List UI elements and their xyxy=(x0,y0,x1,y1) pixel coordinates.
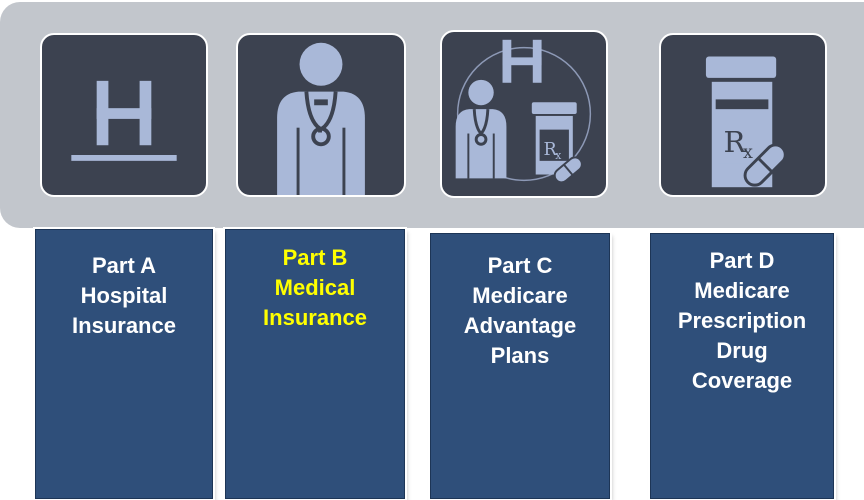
card-part-d-line-2: Medicare xyxy=(694,278,790,303)
card-part-c: Part C Medicare Advantage Plans xyxy=(430,233,610,499)
card-part-a-line-3: Insurance xyxy=(72,313,176,338)
card-part-c-line-1: Part C xyxy=(487,253,553,278)
card-part-c-line-2: Medicare xyxy=(472,283,568,308)
card-part-c-line-4: Plans xyxy=(490,343,550,368)
svg-text:x: x xyxy=(743,143,753,163)
hospital-doctor-rx-icon: R x xyxy=(455,39,592,184)
tile-part-c: R x xyxy=(440,30,608,198)
card-part-a-line-1: Part A xyxy=(92,253,156,278)
doctor-icon xyxy=(277,42,365,195)
hospital-h-icon xyxy=(71,80,177,161)
card-part-b: Part B Medical Insurance xyxy=(225,229,405,499)
tile-part-b xyxy=(236,33,406,197)
card-part-d-line-4: Drug xyxy=(716,338,768,363)
svg-text:R: R xyxy=(723,125,746,159)
card-part-a-line-2: Hospital xyxy=(80,283,168,308)
card-part-d-line-1: Part D xyxy=(709,248,775,273)
svg-text:R: R xyxy=(544,140,558,160)
svg-text:x: x xyxy=(555,149,561,162)
card-part-b-line-2: Medical xyxy=(274,275,356,300)
card-part-b-line-3: Insurance xyxy=(263,305,367,330)
prescription-bottle-icon: R x xyxy=(705,56,787,188)
card-part-b-line-1: Part B xyxy=(282,245,348,270)
card-part-d-line-5: Coverage xyxy=(691,368,793,393)
tile-part-d: R x xyxy=(659,33,827,197)
card-part-d: Part D Medicare Prescription Drug Covera… xyxy=(650,233,834,499)
card-part-c-line-3: Advantage xyxy=(463,313,577,338)
card-part-d-line-3: Prescription xyxy=(677,308,807,333)
tile-part-a xyxy=(40,33,208,197)
card-part-a: Part A Hospital Insurance xyxy=(35,229,213,499)
